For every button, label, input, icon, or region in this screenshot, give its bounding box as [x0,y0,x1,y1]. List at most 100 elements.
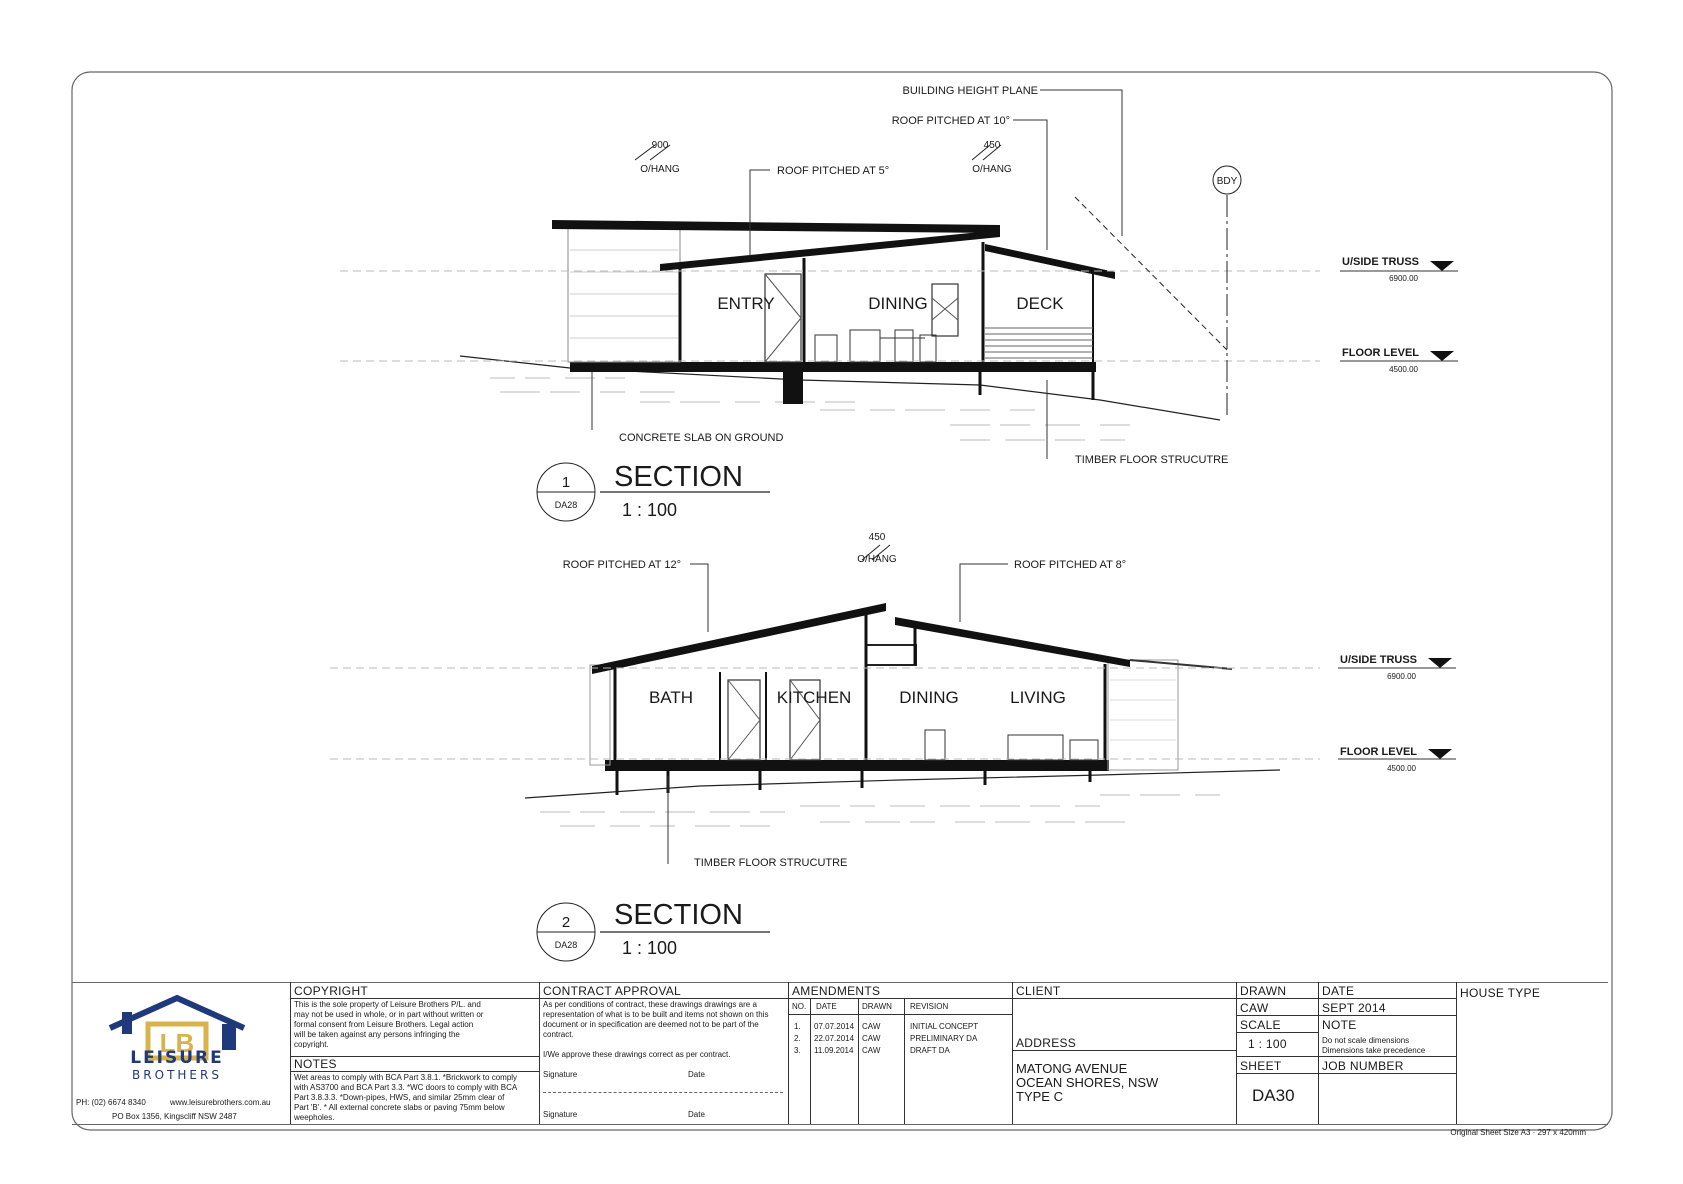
section-1-lower-roof [660,230,1000,271]
section-2-left-roof [592,603,886,674]
section-2-ground [524,769,1281,799]
section-1-entry-door [764,273,802,363]
section-1-ohang-900-value: 900 [652,140,669,151]
amendment-3-date: 11.09.2014 [814,1046,854,1055]
sheet-border [71,71,1613,1131]
signature-label-1: Signature [543,1070,578,1079]
section-2-timber-floor-note: TIMBER FLOOR STRUCUTRE [694,857,847,869]
note-line-1: Do not scale dimensions [1322,1036,1410,1045]
section-1-dining-window [931,283,959,337]
drawn-value: CAW [1240,1001,1269,1015]
note-line-2: Dimensions take precedence [1322,1046,1426,1055]
section-1-footing [783,372,803,404]
date-label-1: Date [688,1070,705,1079]
sheet-value: DA30 [1252,1086,1295,1105]
section-1-truss-label: U/SIDE TRUSS [1342,256,1419,268]
copyright-heading: COPYRIGHT [294,984,369,998]
amendment-2-no: 2. [794,1034,801,1043]
section-2-scale: 1 : 100 [622,938,677,958]
scale-value: 1 : 100 [1248,1037,1287,1051]
amendments-col-revision: REVISION [910,1002,949,1011]
section-2-floor [605,760,1109,771]
company-phone: PH: (02) 6674 8340 [76,1098,146,1107]
scale-label: SCALE [1240,1018,1281,1032]
section-1-timber-floor-note: TIMBER FLOOR STRUCUTRE [1075,454,1228,466]
brand-line-1: LEISURE [130,1048,224,1068]
amendments-col-date: DATE [816,1002,837,1011]
section-1-deck-balustrade [985,327,1093,359]
company-address: PO Box 1356, Kingscliff NSW 2487 [112,1112,237,1121]
section-2-title: SECTION [614,899,743,931]
section-1-floor-label: FLOOR LEVEL [1342,347,1419,359]
signature-label-2: Signature [543,1110,578,1119]
job-number-label: JOB NUMBER [1322,1059,1404,1073]
section-2-right-roof [895,617,1130,667]
section-1-room-deck: DECK [1016,294,1064,313]
section-1-left-wall [567,227,681,363]
section-2-ground-hatch [540,794,1220,827]
section-2-room-kitchen: KITCHEN [777,688,852,707]
section-2-roof-12-note: ROOF PITCHED AT 12° [563,559,681,571]
contract-heading: CONTRACT APPROVAL [543,984,682,998]
note-label: NOTE [1322,1018,1357,1032]
logo-mark: LB [160,1028,195,1058]
section-1-bdy-label: BDY [1217,176,1238,187]
section-2-truss-value: 6900.00 [1387,672,1416,681]
section-1-drawing: BUILDING HEIGHT PLANE ROOF PITCHED AT 10… [340,85,1458,522]
company-logo: LB LEISURE BROTHERS [102,994,252,1086]
address-line-2: OCEAN SHORES, NSW [1016,1076,1159,1090]
client-label: CLIENT [1016,984,1061,998]
section-1-truss-value: 6900.00 [1389,274,1418,283]
section-2-number: 2 [562,914,570,931]
section-2-room-living: LIVING [1010,688,1066,707]
sheet-size-note: Original Sheet Size A3 · 297 x 420mm [1450,1128,1586,1137]
amendment-3-revision: DRAFT DA [910,1046,950,1055]
section-2-ohang-450-label: O/HANG [857,554,897,565]
section-1-roof-5-note: ROOF PITCHED AT 5° [777,165,889,177]
section-1-scale: 1 : 100 [622,500,677,520]
notes-text: Wet areas to comply with BCA Part 3.8.1.… [294,1073,518,1122]
section-2-room-dining: DINING [899,688,959,707]
address-label: ADDRESS [1016,1036,1077,1050]
contract-text: As per conditions of contract, these dra… [543,1000,769,1039]
address-line-1: MATONG AVENUE [1016,1062,1128,1076]
amendments-heading: AMENDMENTS [792,984,881,998]
date-value: SEPT 2014 [1322,1001,1386,1015]
section-2-ref: DA28 [555,940,578,950]
section-1-floor [570,362,1096,372]
section-1-concrete-slab-note: CONCRETE SLAB ON GROUND [619,432,783,444]
section-1-number: 1 [562,474,570,491]
amendment-2-revision: PRELIMINARY DA [910,1034,978,1043]
section-1-height-plane [1074,196,1228,351]
company-website: www.leisurebrothers.com.au [170,1098,271,1107]
section-1-room-entry: ENTRY [717,294,774,313]
section-2-floor-label: FLOOR LEVEL [1340,746,1417,758]
amendment-3-no: 3. [794,1046,801,1055]
section-1-height-plane-note: BUILDING HEIGHT PLANE [903,85,1039,97]
section-2-room-bath: BATH [649,688,693,707]
amendment-2-drawn: CAW [862,1034,881,1043]
title-block: LB LEISURE BROTHERS PH: (02) 6674 8340 w… [72,982,1608,1126]
section-1-dining-furniture [814,329,937,363]
notes-heading: NOTES [294,1057,337,1071]
amendment-1-date: 07.07.2014 [814,1022,855,1031]
section-2-roof-8-note: ROOF PITCHED AT 8° [1014,559,1126,571]
amendment-2-date: 22.07.2014 [814,1034,855,1043]
drawn-label: DRAWN [1240,984,1287,998]
contract-approve-text: I/We approve these drawings correct as p… [543,1050,731,1059]
section-1-floor-value: 4500.00 [1389,365,1418,374]
section-1-ground-hatch [490,377,1130,441]
section-1-roof-10-note: ROOF PITCHED AT 10° [892,115,1010,127]
section-1-bdy-marker [1212,165,1242,195]
amendment-1-revision: INITIAL CONCEPT [910,1022,979,1031]
section-1-title: SECTION [614,461,743,493]
section-1-deck-roof [985,244,1115,279]
amendments-col-no: NO. [792,1002,807,1011]
section-2-floor-value: 4500.00 [1387,764,1416,773]
section-1-ohang-900-label: O/HANG [640,164,680,175]
section-1-upper-roof [552,220,1000,233]
section-2-drawing: ROOF PITCHED AT 12° ROOF PITCHED AT 8° 4… [330,532,1456,962]
sheet-label: SHEET [1240,1059,1282,1073]
brand-line-2: BROTHERS [132,1068,222,1082]
